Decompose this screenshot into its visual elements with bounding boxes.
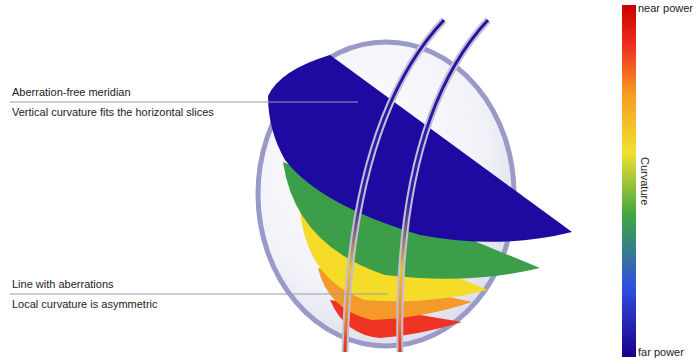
leader-line — [10, 294, 388, 295]
callout-text: Line with aberrations — [12, 278, 114, 291]
meridian-right-outline — [400, 20, 488, 352]
callout-text: Vertical curvature fits the horizontal s… — [12, 106, 214, 119]
scale-label: near power — [638, 2, 693, 15]
meridian-left-outline — [345, 20, 444, 352]
meridian-left — [345, 20, 444, 352]
callout-text: Aberration-free meridian — [12, 86, 131, 99]
scale-label: far power — [638, 346, 684, 359]
axis-title: Curvature — [638, 157, 651, 205]
colorbar — [622, 5, 636, 357]
leader-line — [10, 102, 358, 103]
meridian-right — [400, 20, 488, 352]
callout-text: Local curvature is asymmetric — [12, 298, 158, 311]
